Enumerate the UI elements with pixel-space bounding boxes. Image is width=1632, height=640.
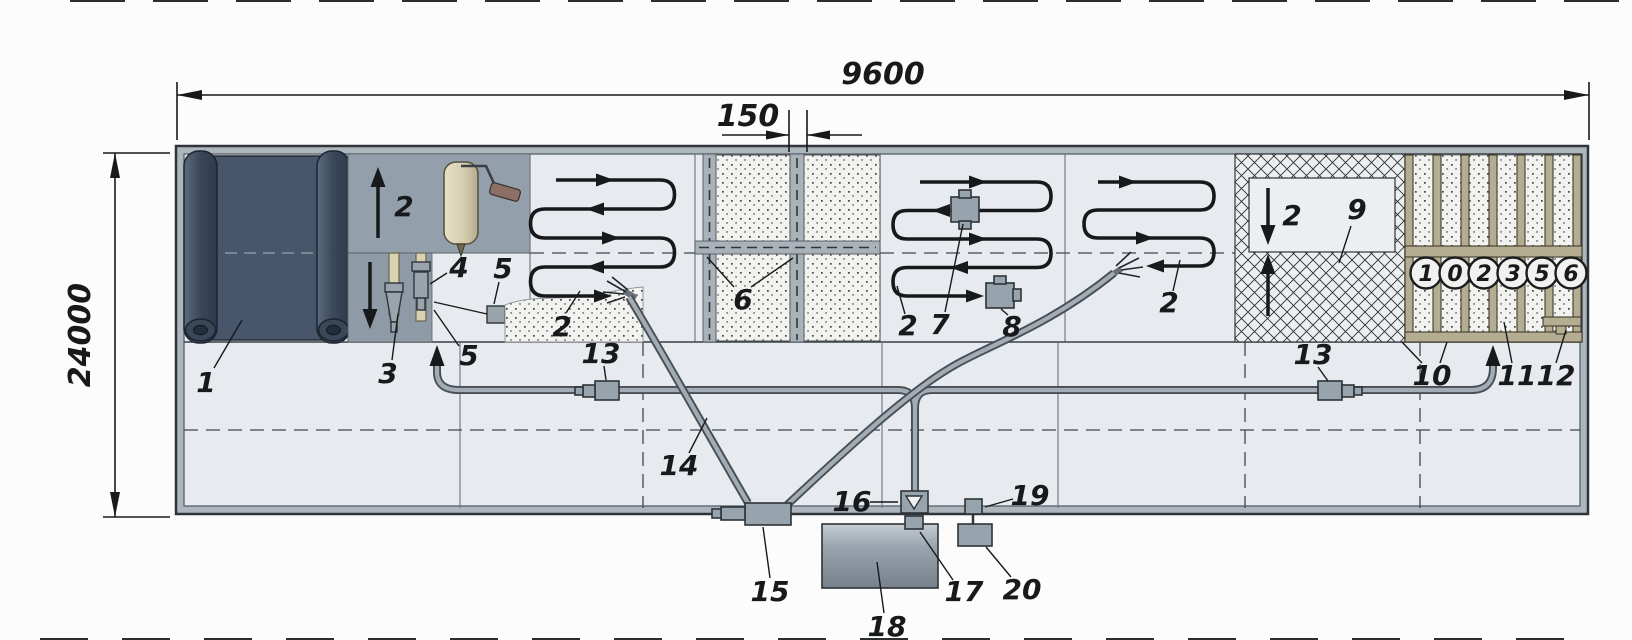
dimension-height: 24000 bbox=[63, 152, 170, 518]
dim-height-label: 24000 bbox=[63, 283, 98, 387]
badge-2: 0 bbox=[1447, 262, 1462, 287]
callout-2-s3: 2 bbox=[1159, 286, 1178, 319]
callout-5-top: 5 bbox=[493, 252, 512, 285]
callout-5-bottom: 5 bbox=[459, 339, 478, 372]
callout-2-inset: 2 bbox=[1282, 199, 1301, 232]
callout-leaders bbox=[213, 223, 1567, 614]
dimension-width: 9600 bbox=[176, 57, 1590, 140]
callout-8: 8 bbox=[1002, 310, 1021, 343]
callout-3: 3 bbox=[378, 357, 397, 390]
batten-offcut bbox=[1542, 316, 1582, 327]
tools-zone bbox=[384, 252, 506, 333]
callout-20: 20 bbox=[1003, 573, 1042, 606]
bottom-batten bbox=[1404, 331, 1583, 343]
hose-coupling-right bbox=[1317, 380, 1363, 401]
badge-4: 3 bbox=[1505, 262, 1520, 287]
batten-zone: 1 0 2 3 5 6 bbox=[1404, 153, 1588, 343]
callout-7: 7 bbox=[930, 308, 950, 341]
overlap-seam-zone bbox=[694, 153, 881, 343]
roof-plan: 1 0 2 3 5 6 bbox=[174, 144, 1590, 516]
badge-6: 6 bbox=[1563, 262, 1578, 287]
funnel-icon bbox=[904, 495, 924, 511]
material-roll-left bbox=[183, 150, 218, 344]
hose-coupling-left bbox=[574, 380, 620, 401]
callout-13-right: 13 bbox=[1294, 338, 1333, 371]
dim-width-label: 9600 bbox=[841, 57, 925, 92]
unrolled-sheet bbox=[199, 155, 337, 341]
control-box-20 bbox=[957, 523, 993, 547]
tank-outlet-17 bbox=[904, 515, 924, 530]
badge-3: 2 bbox=[1476, 262, 1491, 287]
callout-6: 6 bbox=[733, 283, 752, 316]
spray-nozzle-icon bbox=[602, 276, 638, 304]
heating-fitting-7 bbox=[950, 189, 980, 230]
callout-2-s2: 2 bbox=[898, 309, 917, 342]
dim-overlap-label: 150 bbox=[717, 99, 780, 134]
cone-collar bbox=[384, 282, 404, 293]
mastic-serpentine-3 bbox=[1082, 175, 1216, 279]
callout-4: 4 bbox=[448, 251, 468, 284]
nozzle-insert bbox=[486, 305, 506, 324]
supply-hoses bbox=[429, 269, 1501, 508]
callout-9: 9 bbox=[1347, 193, 1366, 226]
horizontal-batten bbox=[1404, 245, 1583, 258]
mastic-serpentine-2 bbox=[891, 175, 1053, 309]
callout-16: 16 bbox=[833, 485, 872, 518]
dispenser-body bbox=[413, 271, 429, 299]
sensor-19 bbox=[964, 498, 983, 526]
callout-1: 1 bbox=[196, 366, 215, 399]
roll-material-zone bbox=[183, 150, 351, 344]
paint-roller-icon bbox=[443, 161, 522, 258]
badge-5: 5 bbox=[1534, 262, 1549, 287]
callout-10: 10 bbox=[1413, 359, 1452, 392]
heating-fitting-8 bbox=[985, 275, 1022, 309]
dispenser-nozzle bbox=[416, 297, 426, 311]
callout-2-prime: 2 bbox=[394, 190, 413, 223]
dimension-overlap: 150 bbox=[717, 99, 862, 152]
callout-numbers: 1 2 3 4 5 5 2 6 2 7 8 2 2 9 10 11 12 13 … bbox=[196, 190, 1575, 640]
metering-unit-16 bbox=[900, 490, 929, 514]
insulation-inset-panel bbox=[1248, 177, 1396, 253]
callout-2-s1: 2 bbox=[552, 310, 571, 343]
callout-12: 12 bbox=[1537, 359, 1576, 392]
callout-18: 18 bbox=[868, 610, 907, 640]
roller-grip bbox=[488, 182, 522, 202]
mastic-serpentine-1 bbox=[504, 173, 677, 343]
callout-14: 14 bbox=[660, 449, 699, 482]
callout-11: 11 bbox=[1498, 359, 1537, 392]
callout-15: 15 bbox=[751, 575, 790, 608]
material-roll-right bbox=[316, 150, 351, 344]
callout-17: 17 bbox=[945, 575, 984, 608]
callout-13-left: 13 bbox=[582, 337, 621, 370]
pump-unit-15 bbox=[711, 502, 792, 526]
callout-19: 19 bbox=[1011, 479, 1050, 512]
laying-sequence-badges: 1 0 2 3 5 6 bbox=[1409, 256, 1588, 290]
badge-1: 1 bbox=[1418, 262, 1433, 287]
insulation-zone bbox=[1234, 153, 1406, 343]
